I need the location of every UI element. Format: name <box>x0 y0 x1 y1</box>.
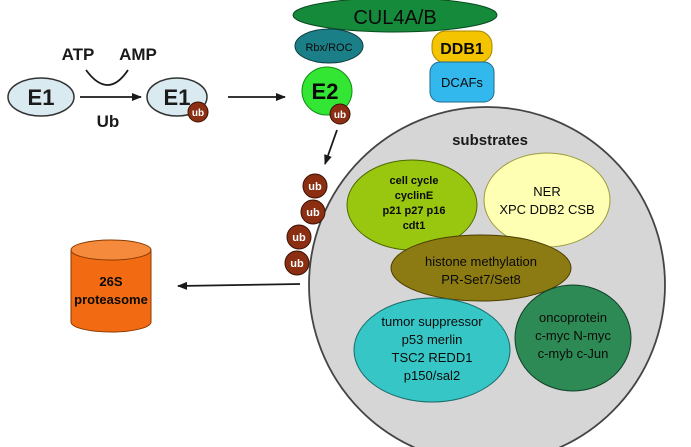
ddb1-label: DDB1 <box>440 41 484 58</box>
onco-line-3: c-myb c-Jun <box>538 346 609 361</box>
tumor-suppressor-group <box>353 297 511 403</box>
histone-group <box>390 234 572 302</box>
tumor-line-1: tumor suppressor <box>381 314 483 329</box>
cell-cycle-line-3: p21 p27 p16 <box>383 205 446 217</box>
dcafs-label: DCAFs <box>441 75 483 90</box>
ner-line-1: NER <box>533 184 560 199</box>
histone-line-1: histone methylation <box>425 254 537 269</box>
ub-label: Ub <box>97 112 120 131</box>
histone-line-2: PR-Set7/Set8 <box>441 272 521 287</box>
e2-ub-label: ub <box>334 110 346 121</box>
polyub-label-3: ub <box>292 232 306 244</box>
onco-line-1: oncoprotein <box>539 310 607 325</box>
polyub-bead-4 <box>284 250 310 276</box>
polyub-label-2: ub <box>306 207 320 219</box>
polyub-label-4: ub <box>290 258 304 270</box>
e2-ub-bead <box>329 103 351 125</box>
e1-free-label: E1 <box>28 85 55 110</box>
ner-line-2: XPC DDB2 CSB <box>499 202 594 217</box>
polyub-bead-3 <box>286 224 312 250</box>
substrates-title: substrates <box>452 132 528 149</box>
polyub-bead-1 <box>302 173 328 199</box>
proteasome-line-1: 26S <box>99 274 122 289</box>
ner-group <box>483 152 611 248</box>
oncoprotein-group <box>514 284 632 392</box>
e2-to-chain-arrow <box>324 129 338 165</box>
proteasome-line-2: proteasome <box>74 292 148 307</box>
atp-amp-curve <box>85 69 129 86</box>
e1-ub-bead <box>187 101 209 123</box>
cell-cycle-line-2: cyclinE <box>395 190 434 202</box>
cell-cycle-line-1: cell cycle <box>390 175 439 187</box>
cul4-scaffold <box>292 0 498 33</box>
e2-node <box>301 66 353 116</box>
degradation-arrow <box>177 281 301 290</box>
e2-label: E2 <box>312 79 339 104</box>
tumor-line-2: p53 merlin <box>402 332 463 347</box>
cul4-label: CUL4A/B <box>353 7 436 29</box>
polyub-bead-2 <box>300 199 326 225</box>
rbx-roc-node <box>294 28 364 64</box>
proteasome-cylinder <box>70 239 152 333</box>
e1-charged-label: E1 <box>164 85 191 110</box>
tumor-line-3: TSC2 REDD1 <box>392 350 473 365</box>
onco-line-2: c-myc N-myc <box>535 328 611 343</box>
tumor-line-4: p150/sal2 <box>404 368 460 383</box>
rbx-roc-label: Rbx/ROC <box>305 42 352 54</box>
amp-label: AMP <box>119 45 157 64</box>
e1-ub-label: ub <box>192 108 204 119</box>
polyub-label-1: ub <box>308 181 322 193</box>
dcafs-node <box>429 61 495 103</box>
cell-cycle-line-4: cdt1 <box>403 220 426 232</box>
e1-free-node <box>7 77 75 117</box>
atp-label: ATP <box>62 45 95 64</box>
